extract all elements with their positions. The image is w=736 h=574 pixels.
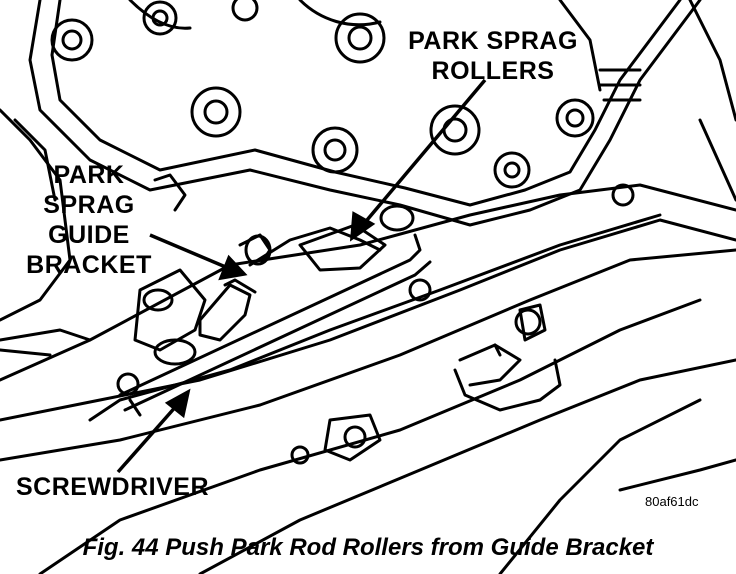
park-sprag-rollers-line-1: PARK SPRAG	[408, 27, 578, 55]
screwdriver-shape	[118, 233, 432, 417]
rollers-leader-line	[360, 78, 487, 228]
park-sprag-assembly	[133, 204, 415, 366]
guide-bracket-line-3: GUIDE	[48, 221, 130, 249]
mounting-holes	[116, 183, 635, 465]
housing-bolts	[50, 0, 595, 189]
leader-arrows	[116, 78, 487, 474]
park-sprag-rollers-label: PARK SPRAG ROLLERS	[398, 26, 588, 86]
bracket-arrowhead	[218, 254, 248, 281]
valve-body-housing	[28, 0, 736, 227]
guide-bracket-line-2: SPRAG	[43, 191, 135, 219]
guide-bracket-line-1: PARK	[53, 161, 125, 189]
lower-case-diagonal	[0, 183, 736, 574]
rollers-arrowhead	[349, 211, 376, 242]
screwdriver-label: SCREWDRIVER	[16, 473, 210, 501]
left-case-details	[0, 108, 187, 357]
screwdriver-arrowhead	[164, 388, 191, 419]
park-sprag-guide-bracket-label: PARK SPRAG GUIDE BRACKET	[14, 160, 164, 280]
figure-id: 80af61dc	[645, 494, 699, 509]
guide-bracket-line-4: BRACKET	[26, 251, 152, 279]
park-sprag-rollers-line-2: ROLLERS	[431, 57, 555, 85]
screwdriver-leader-line	[116, 402, 180, 474]
lower-right-bracket	[323, 303, 562, 462]
figure-caption: Fig. 44 Push Park Rod Rollers from Guide…	[82, 534, 654, 561]
bracket-leader-line	[149, 233, 229, 270]
